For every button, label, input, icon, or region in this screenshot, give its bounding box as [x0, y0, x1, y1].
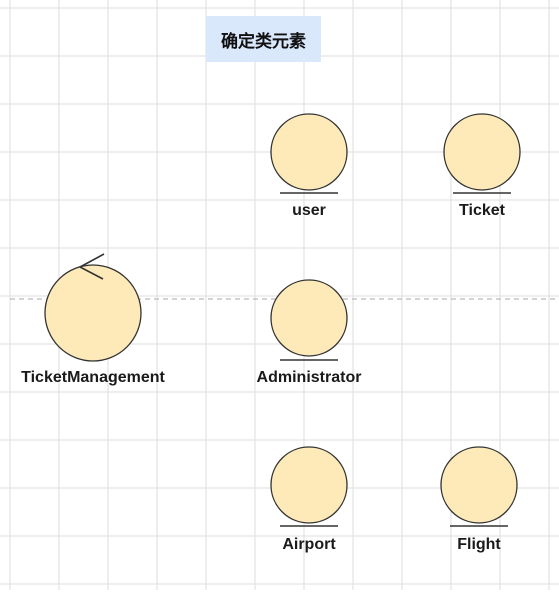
- entity-user[interactable]: [270, 113, 348, 194]
- entity-ticket[interactable]: [443, 113, 521, 194]
- entity-ticket-label: Ticket: [459, 202, 505, 219]
- entity-airport[interactable]: [270, 446, 348, 527]
- entity-airport-label: Airport: [282, 536, 336, 553]
- entity-user-circle: [270, 113, 348, 191]
- entity-administrator[interactable]: [270, 279, 348, 361]
- control-ticketmanagement-label: TicketManagement: [21, 369, 165, 386]
- entity-user-label: user: [292, 202, 326, 219]
- entity-flight-circle: [440, 446, 518, 524]
- control-ticketmanagement-circle: [44, 264, 142, 362]
- diagram-title[interactable]: 确定类元素: [206, 16, 321, 62]
- entity-ticket-circle: [443, 113, 521, 191]
- entity-administrator-label: Administrator: [256, 369, 362, 386]
- entity-administrator-circle: [270, 279, 348, 357]
- control-arrow-icon: [78, 253, 105, 280]
- entity-airport-circle: [270, 446, 348, 524]
- control-ticketmanagement[interactable]: [44, 253, 142, 362]
- entity-flight-label: Flight: [457, 536, 501, 553]
- entity-flight[interactable]: [440, 446, 518, 527]
